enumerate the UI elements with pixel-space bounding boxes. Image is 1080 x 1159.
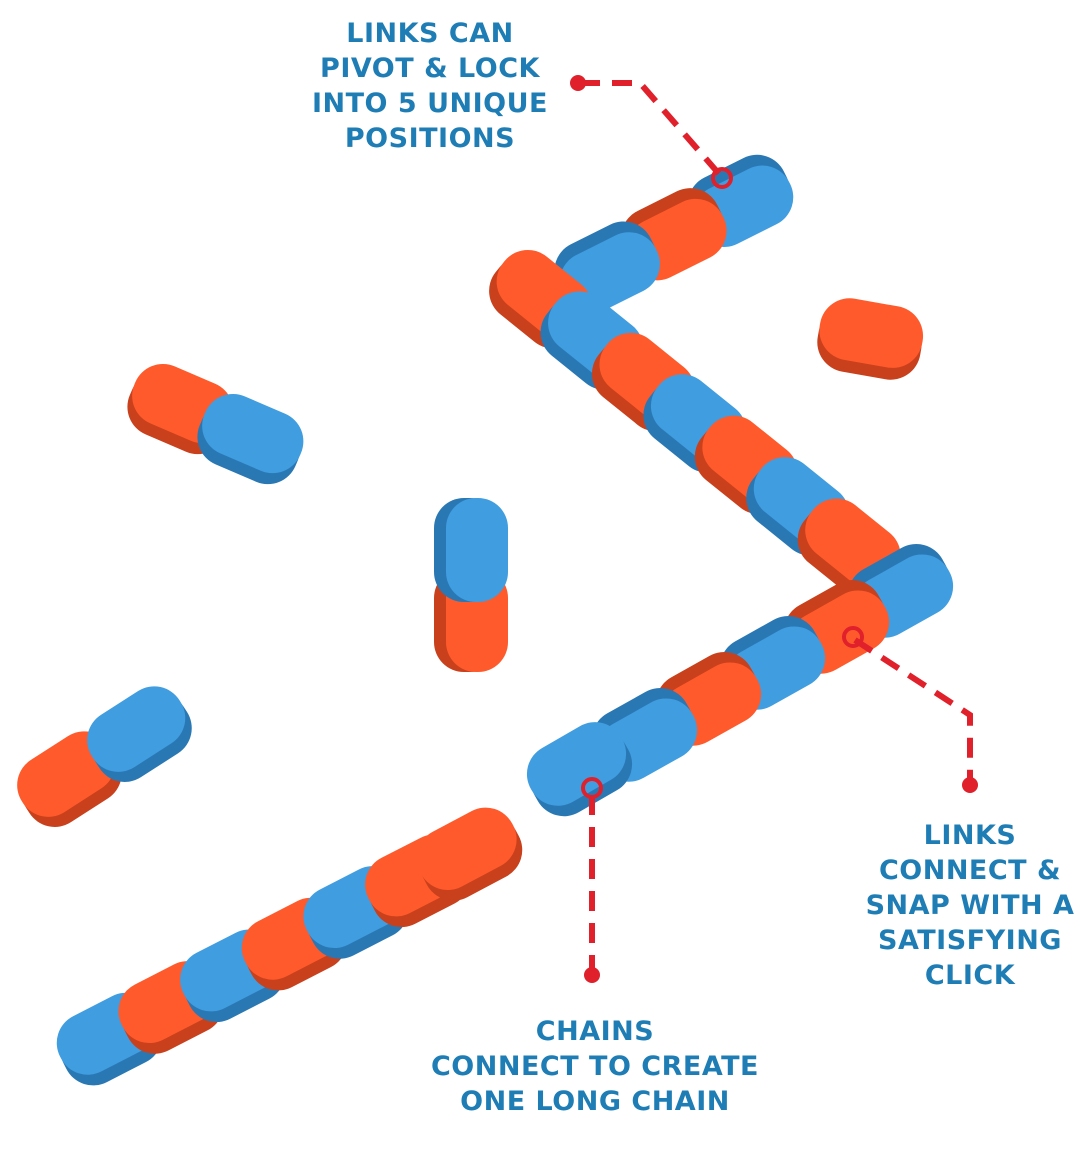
chain-link [434, 498, 508, 602]
callout-line-pivot [580, 80, 723, 177]
callout-ring [581, 777, 603, 799]
chain-link [416, 807, 523, 901]
chain-link [197, 393, 304, 485]
callout-pivot-lock: LINKS CAN PIVOT & LOCK INTO 5 UNIQUE POS… [312, 18, 548, 154]
callout-dot [570, 75, 586, 91]
chain-link [817, 298, 924, 380]
callout-chains-connect: CHAINS CONNECT TO CREATE ONE LONG CHAIN [430, 1016, 760, 1117]
callout-dot [962, 777, 978, 793]
chain-link [87, 686, 192, 782]
callout-line-snap [853, 637, 973, 780]
callout-ring [842, 626, 864, 648]
callout-dot [584, 967, 600, 983]
callout-snap-click: LINKS CONNECT & SNAP WITH A SATISFYING C… [865, 820, 1075, 991]
callout-ring [711, 167, 733, 189]
